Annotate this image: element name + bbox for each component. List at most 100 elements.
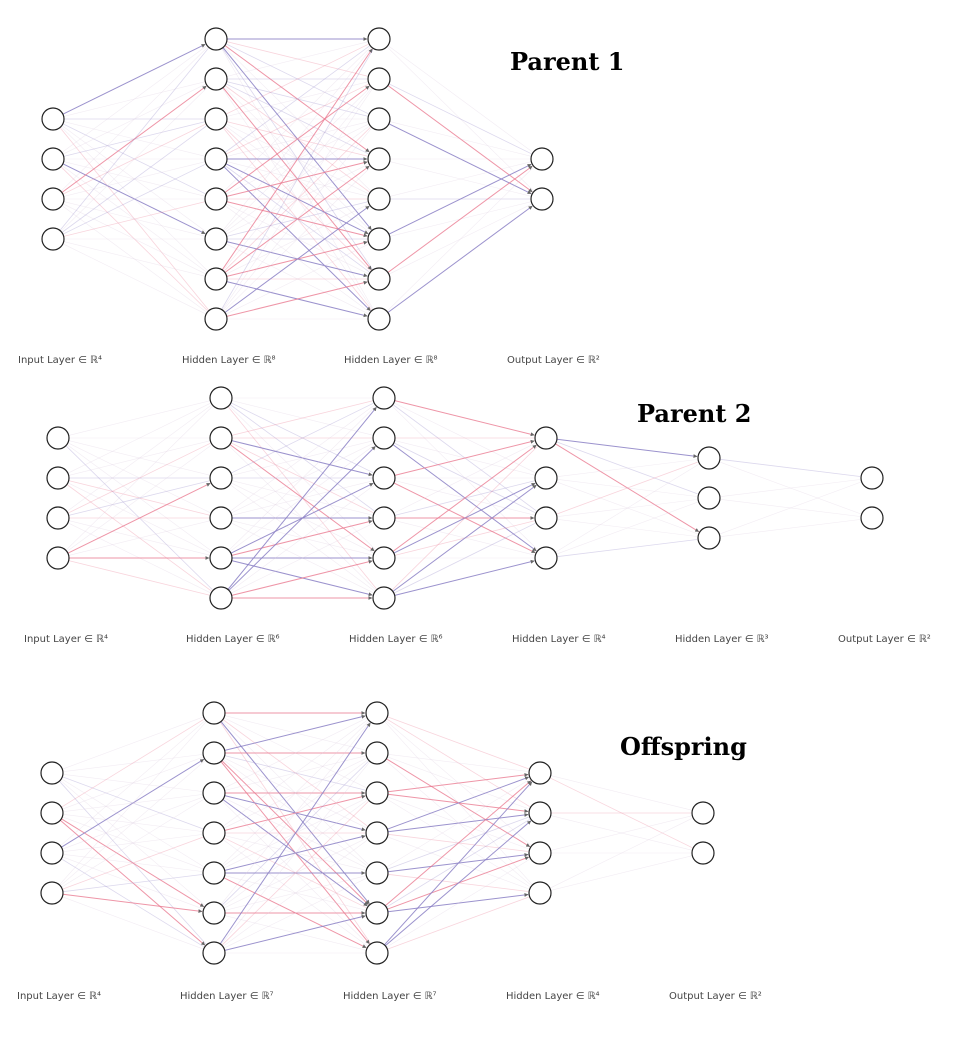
neuron-node [46, 506, 70, 530]
connection-edge [221, 801, 369, 946]
connection-edge [549, 818, 693, 889]
connection-edge [222, 839, 368, 947]
connection-edge [223, 758, 367, 829]
connection-edge [225, 83, 369, 155]
connection-edge [61, 758, 205, 848]
connection-edge [63, 161, 205, 197]
connection-edge [394, 439, 535, 476]
connection-edge [387, 896, 529, 950]
connection-edge [224, 125, 370, 233]
connection-edge [66, 444, 212, 552]
connection-edge [224, 714, 366, 751]
connection-edge [225, 163, 369, 235]
connection-edge [223, 797, 367, 868]
connection-edge [60, 720, 206, 847]
connection-edge [393, 482, 536, 554]
connection-edge [68, 520, 210, 556]
connection-edge [387, 45, 533, 153]
neuron-node [530, 187, 554, 211]
connection-edge [68, 560, 210, 596]
neuron-node [204, 27, 228, 51]
network-title: Parent 1 [510, 47, 624, 76]
connection-edge [62, 203, 206, 274]
connection-edge [59, 721, 207, 886]
connection-edge [221, 48, 373, 271]
connection-edge [226, 81, 368, 117]
connection-edge [224, 755, 366, 791]
connection-edge [393, 442, 536, 514]
connection-edge [231, 559, 373, 596]
connection-edge [230, 443, 374, 514]
connection-edge [556, 499, 698, 517]
connection-edge [68, 520, 210, 556]
connection-edge [221, 760, 369, 905]
connection-edge [394, 400, 535, 437]
connection-edge [62, 796, 203, 850]
neuron-node [202, 781, 226, 805]
connection-edge [223, 47, 371, 192]
neurons [41, 27, 554, 331]
layer-label: Output Layer ∈ ℝ² [838, 634, 931, 645]
connection-edge [221, 721, 369, 866]
connection-edge [224, 875, 366, 911]
neuron-node [697, 486, 721, 510]
connection-edge [59, 48, 209, 231]
connection-edge [556, 479, 698, 497]
connection-edge [226, 160, 368, 197]
connection-edge [550, 855, 692, 891]
connection-edge [61, 85, 207, 193]
connection-edge [556, 441, 698, 495]
connection-edge [222, 839, 368, 947]
connection-edge [224, 794, 366, 831]
connection-edge [61, 718, 205, 808]
connection-edge [389, 161, 531, 197]
connection-edge [66, 484, 212, 592]
neuron-node [365, 941, 389, 965]
connection-edge [229, 404, 375, 512]
connection-edge [223, 878, 367, 949]
connection-edge [220, 762, 370, 945]
connection-edge [62, 856, 203, 910]
connection-edge [62, 243, 206, 314]
connection-edge [60, 87, 208, 232]
neuron-node [534, 466, 558, 490]
connection-edge [62, 163, 206, 235]
connection-edge [387, 754, 529, 772]
connection-edge [225, 164, 369, 235]
connection-edge [222, 719, 368, 827]
connection-edge [61, 125, 207, 233]
neuron-node [40, 761, 64, 785]
connection-edge [719, 461, 861, 515]
connection-edge [389, 121, 531, 157]
connection-edge [387, 892, 529, 913]
neuron-node [372, 386, 396, 410]
neuron-node [528, 841, 552, 865]
neuron-node [367, 107, 391, 131]
neuron-node [46, 546, 70, 570]
connection-edge [386, 779, 530, 868]
connection-edge [223, 127, 371, 272]
layer-label: Hidden Layer ∈ ℝ⁶ [186, 634, 280, 645]
connection-edge [388, 163, 532, 235]
connections [65, 397, 861, 600]
layer-label: Hidden Layer ∈ ℝ³ [675, 634, 769, 645]
connection-edge [60, 166, 208, 311]
connection-edge [224, 834, 366, 871]
connection-edge [68, 480, 210, 516]
neuron-node [209, 386, 233, 410]
neuron-node [367, 27, 391, 51]
connection-edge [393, 443, 536, 514]
neuron-node [209, 466, 233, 490]
connection-edge [386, 859, 530, 948]
connection-edge [224, 205, 370, 313]
connection-edge [224, 755, 366, 791]
connection-edge [68, 400, 210, 436]
layer-label: Output Layer ∈ ℝ² [507, 355, 600, 366]
connection-edge [62, 893, 203, 914]
neuron-node [202, 861, 226, 885]
neuron-node [367, 227, 391, 251]
connection-edge [719, 499, 861, 517]
connection-edge [225, 244, 369, 315]
connection-edge [556, 459, 698, 477]
connection-edge [230, 402, 374, 474]
